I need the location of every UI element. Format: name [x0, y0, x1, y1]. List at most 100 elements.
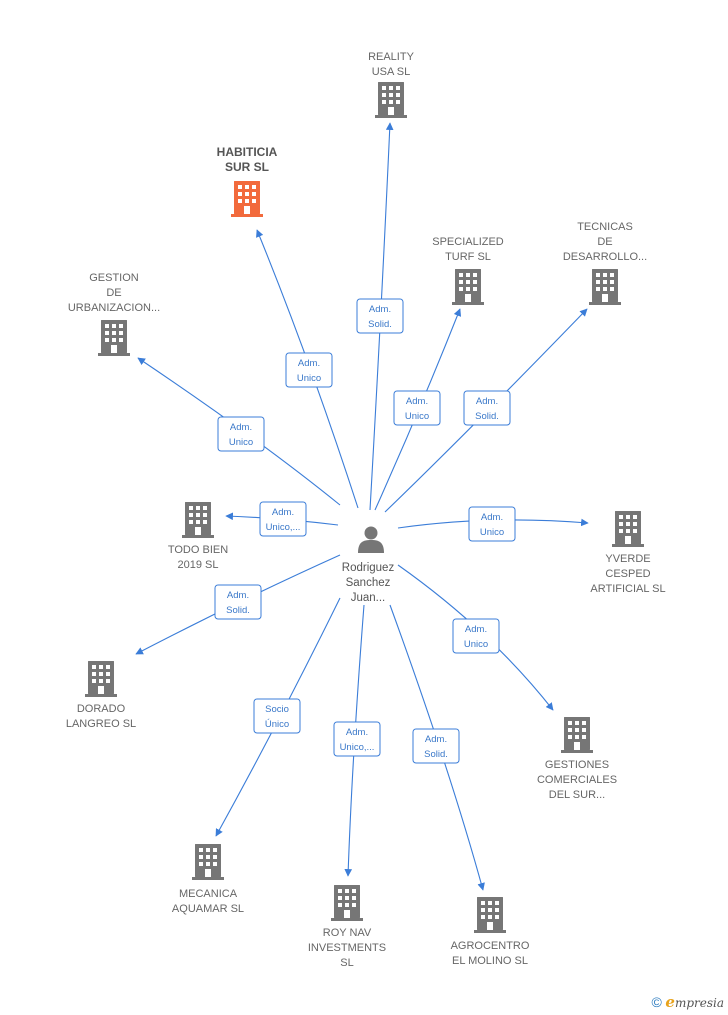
- role-text-line: Adm.: [298, 358, 320, 369]
- company-label-line: CESPED: [605, 568, 650, 580]
- company-label-line: DESARROLLO...: [563, 251, 647, 263]
- building-icon: [85, 661, 117, 697]
- building-icon: [612, 511, 644, 547]
- company-label-line: INVESTMENTS: [308, 942, 386, 954]
- role-text-line: Adm.: [272, 507, 294, 518]
- company-node-gestiones-comerciales[interactable]: GESTIONES COMERCIALES DEL SUR...: [537, 717, 617, 801]
- company-label-line: AQUAMAR SL: [172, 903, 244, 915]
- center-name-line-2: Sanchez: [346, 577, 391, 589]
- company-node-reality-usa[interactable]: REALITY USA SL: [368, 51, 415, 118]
- role-badge-agrocentro-molino[interactable]: Adm. Solid.: [412, 728, 460, 764]
- company-label-line: SL: [340, 957, 353, 969]
- center-person[interactable]: Rodriguez Sanchez Juan...: [342, 526, 395, 605]
- role-badge-box: [393, 390, 441, 426]
- copyright-footer: © empresia: [651, 993, 724, 1011]
- company-label-line: DORADO: [77, 703, 126, 715]
- role-badge-gestiones-comerciales[interactable]: Adm.Unico: [452, 618, 500, 654]
- role-badge-box: [463, 390, 511, 426]
- building-icon: [375, 82, 407, 118]
- company-label-line: ROY NAV: [323, 927, 372, 939]
- roles-layer: Adm.Solid.Adm.UnicoAdm.UnicoAdm.Solid.Ad…: [214, 298, 516, 764]
- role-badge-yverde-cesped[interactable]: Adm.Unico: [468, 506, 516, 542]
- role-text-line: Unico,...: [266, 522, 301, 533]
- company-node-tecnicas-desarrollo[interactable]: TECNICASDEDESARROLLO...: [563, 221, 647, 305]
- person-icon: [358, 526, 384, 553]
- building-icon: [192, 844, 224, 880]
- role-badge-tecnicas-desarrollo[interactable]: Adm. Solid.: [463, 390, 511, 426]
- role-badge-reality-usa[interactable]: Adm. Solid.: [356, 298, 404, 334]
- role-badge-box: [412, 728, 460, 764]
- company-label-line: TECNICAS: [577, 221, 633, 233]
- center-name-line-1: Rodriguez: [342, 562, 395, 574]
- role-text-line: Solid.: [368, 319, 392, 330]
- company-label-line: SPECIALIZED: [432, 236, 504, 248]
- company-label-line: COMERCIALES: [537, 774, 617, 786]
- role-text-line: Solid.: [424, 749, 448, 760]
- building-icon: [589, 269, 621, 305]
- role-text-line: Adm.: [369, 304, 391, 315]
- building-icon: [98, 320, 130, 356]
- company-label-line: GESTIONES: [545, 759, 609, 771]
- company-label-line: AGROCENTRO: [451, 940, 530, 952]
- role-badge-box: [452, 618, 500, 654]
- role-text-line: Adm.: [476, 396, 498, 407]
- building-icon: [182, 502, 214, 538]
- company-node-yverde-cesped[interactable]: YVERDE CESPED ARTIFICIAL SL: [590, 511, 666, 595]
- role-text-line: Unico: [229, 437, 253, 448]
- company-node-todo-bien-2019[interactable]: TODO BIEN 2019 SL: [168, 502, 228, 571]
- role-text-line: Unico: [405, 411, 429, 422]
- role-badge-todo-bien-2019[interactable]: Adm. Unico,...: [259, 501, 307, 537]
- role-badge-gestion-urbanizacion[interactable]: Adm. Unico: [217, 416, 265, 452]
- role-badge-box: [356, 298, 404, 334]
- center-name-line-3: Juan...: [351, 592, 386, 604]
- role-text-line: Solid.: [475, 411, 499, 422]
- role-badge-box: [333, 721, 381, 757]
- building-icon: [474, 897, 506, 933]
- company-label-line: URBANIZACION...: [68, 302, 160, 314]
- company-label-line: TODO BIEN: [168, 544, 228, 556]
- role-text-line: Unico: [464, 639, 488, 650]
- brand-logo-text: mpresia: [674, 996, 724, 1010]
- company-label-line: DEL SUR...: [549, 789, 605, 801]
- role-badge-box: [214, 584, 262, 620]
- role-text-line: Adm.: [425, 734, 447, 745]
- role-text-line: Solid.: [226, 605, 250, 616]
- role-badge-specialized-turf[interactable]: Adm. Unico: [393, 390, 441, 426]
- role-text-line: Adm.: [406, 396, 428, 407]
- company-label-line: USA SL: [372, 66, 411, 78]
- role-badge-roy-nav[interactable]: Adm. Unico,...: [333, 721, 381, 757]
- building-icon: [231, 181, 263, 217]
- company-node-gestion-urbanizacion[interactable]: GESTIONDEURBANIZACION...: [68, 272, 160, 356]
- company-label-line: REALITY: [368, 51, 415, 63]
- role-text-line: Unico,...: [340, 742, 375, 753]
- building-icon: [331, 885, 363, 921]
- company-label-line: 2019 SL: [178, 559, 219, 571]
- company-label-line: DE: [106, 287, 121, 299]
- role-badge-box: [468, 506, 516, 542]
- role-text-line: Adm.: [346, 727, 368, 738]
- company-label-line: ARTIFICIAL SL: [590, 583, 665, 595]
- company-label-line: SUR SL: [225, 160, 269, 174]
- company-label-line: HABITICIA: [217, 145, 278, 159]
- role-badge-box: [253, 698, 301, 734]
- copyright-icon: ©: [651, 994, 662, 1010]
- role-badge-habiticia-sur[interactable]: Adm.Unico: [285, 352, 333, 388]
- building-icon: [452, 269, 484, 305]
- brand-logo-initial: e: [665, 993, 675, 1011]
- role-badge-box: [217, 416, 265, 452]
- role-badge-box: [285, 352, 333, 388]
- role-text-line: Adm.: [230, 422, 252, 433]
- role-text-line: Único: [265, 719, 289, 730]
- company-label-line: YVERDE: [605, 553, 650, 565]
- role-text-line: Adm.: [227, 590, 249, 601]
- role-text-line: Unico: [480, 527, 504, 538]
- role-badge-dorado-langreo[interactable]: Adm. Solid.: [214, 584, 262, 620]
- company-node-roy-nav[interactable]: ROY NAV INVESTMENTS SL: [308, 885, 386, 969]
